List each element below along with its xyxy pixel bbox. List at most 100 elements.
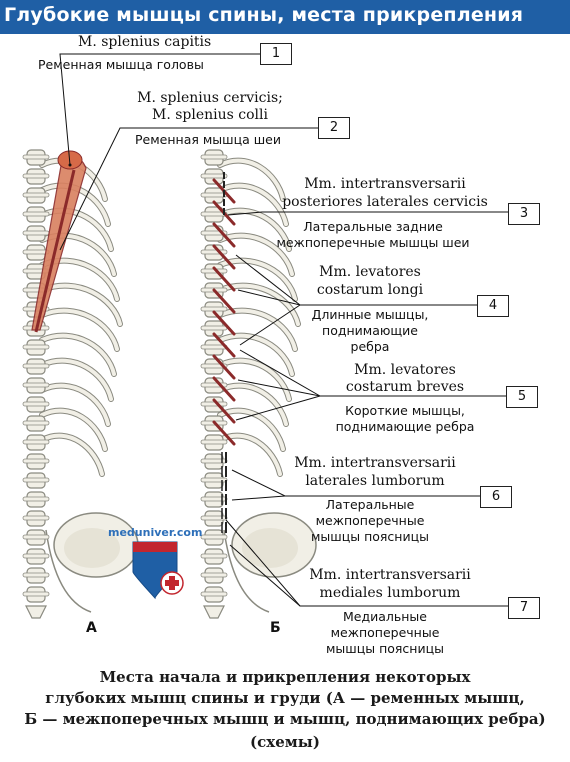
label-3-russian-2: межпоперечные мышцы шеи [276,235,470,250]
leader-line-5 [235,395,321,421]
label-6-latin-2: laterales lumborum [305,473,445,489]
label-2-number: 2 [318,117,350,139]
panel-b-rib [218,333,294,376]
label-1-latin: M. splenius capitis [78,34,212,50]
panel-a-rib [40,183,110,226]
label-3-number: 3 [508,203,540,225]
leader-line-2 [59,127,318,251]
watermark-text: meduniver.com [108,526,203,539]
levator-costae-muscle [212,398,236,424]
panel-a-transverse-process [22,344,50,350]
label-1-russian: Ременная мышца головы [38,57,204,72]
label-1-number: 1 [260,43,292,65]
levator-costae-muscle [212,332,236,358]
panel-a-transverse-process [22,363,50,369]
panel-b-transverse-process [200,249,228,255]
panel-a-transverse-process [22,192,50,198]
panel-a-transverse-process [22,382,50,388]
label-2-latin-2: M. splenius colli [152,107,268,123]
panel-b-rib [218,183,288,226]
title-bar [0,0,570,34]
panel-b-transverse-process [200,439,228,445]
label-3-latin-2: posteriores laterales cervicis [282,194,488,210]
splenius-cervicis-muscle [34,169,76,333]
levator-costae-muscle [212,222,236,248]
panel-b-rib [218,258,297,301]
caption-line-4: (схемы) [250,733,320,751]
label-5-latin-1: Mm. levatores [354,362,456,378]
panel-a-transverse-process [22,591,50,597]
label-5-number: 5 [506,386,538,408]
panel-a-rib [40,283,122,326]
panel-a-transverse-process [22,515,50,521]
label-7-russian-1: Медиальные [343,609,427,624]
label-6-russian-2: межпоперечные [315,513,425,528]
label-5-russian-2: поднимающие ребра [335,419,475,434]
panel-b-sacrum [203,605,225,619]
leader-line-5 [239,349,321,397]
panel-a-pelvis-edge [45,529,92,613]
leader-line-3 [227,211,508,216]
panel-b-transverse-process [200,325,228,331]
label-7-russian-3: мышцы поясницы [326,641,444,656]
label-3-latin-1: Mm. intertransversarii [304,176,466,192]
leader-line-4 [239,304,301,346]
panel-b-transverse-process [200,553,228,559]
label-5-latin-2: costarum breves [345,379,465,395]
panel-a-transverse-process [22,420,50,426]
panel-a-rib [40,333,116,376]
panel-a-transverse-process [22,477,50,483]
panel-b-rib [218,283,300,326]
label-4-russian-2: поднимающие [322,323,418,338]
panel-b-ilium-shade [242,528,298,568]
panel-b-rib [218,358,291,401]
label-4-russian-3: ребра [350,339,390,354]
leader-line-6 [231,495,286,501]
panel-b-rib [218,158,285,201]
panel-a-rib [40,408,107,451]
panel-b-rib [218,208,291,251]
panel-a-transverse-process [22,496,50,502]
label-2-russian: Ременная мышца шеи [135,132,281,147]
panel-b-transverse-process [200,401,228,407]
panel-a-transverse-process [22,534,50,540]
label-7-russian-2: межпоперечные [330,625,440,640]
panel-a-rib [40,358,113,401]
panel-b-pelvis-edge [223,529,270,613]
leader-line-7 [229,544,301,607]
panel-b-transverse-process [200,458,228,464]
label-7-latin-1: Mm. intertransversarii [309,567,471,583]
panel-a-transverse-process [22,230,50,236]
panel-b-rib [218,408,285,451]
label-4-latin-2: costarum longi [316,282,424,298]
label-3-russian-1: Латеральные задние [303,219,443,234]
leader-line-4 [235,254,301,306]
panel-b-letter: Б [270,620,281,636]
panel-a-transverse-process [22,572,50,578]
caption-line-3: Б — межпоперечных мышц и мышц, поднимающ… [24,710,546,728]
panel-a-rib [40,433,104,476]
label-4-latin-1: Mm. levatores [319,264,421,280]
panel-b-rib [218,308,297,351]
panel-b-transverse-process [200,211,228,217]
label-6-latin-1: Mm. intertransversarii [294,455,456,471]
panel-b-transverse-process [200,534,228,540]
label-6-number: 6 [480,486,512,508]
panel-b-transverse-process [200,515,228,521]
panel-a-transverse-process [22,439,50,445]
levator-costae-muscle [212,420,236,446]
watermark-cross-horizontal [165,580,179,586]
label-6-russian-3: мышцы поясницы [311,529,429,544]
leader-line-1 [59,53,276,166]
panel-a-ilium-shade [64,528,120,568]
label-4-russian-1: Длинные мышцы, [311,307,429,322]
panel-a-letter: А [86,620,97,636]
panel-b-rib [218,233,294,276]
levator-costae-muscle [212,310,236,336]
levator-costae-muscle [212,376,236,402]
panel-a-transverse-process [22,211,50,217]
levator-costae-muscle [212,288,236,314]
panel-a-transverse-process [22,458,50,464]
label-6-russian-1: Латеральные [325,497,415,512]
